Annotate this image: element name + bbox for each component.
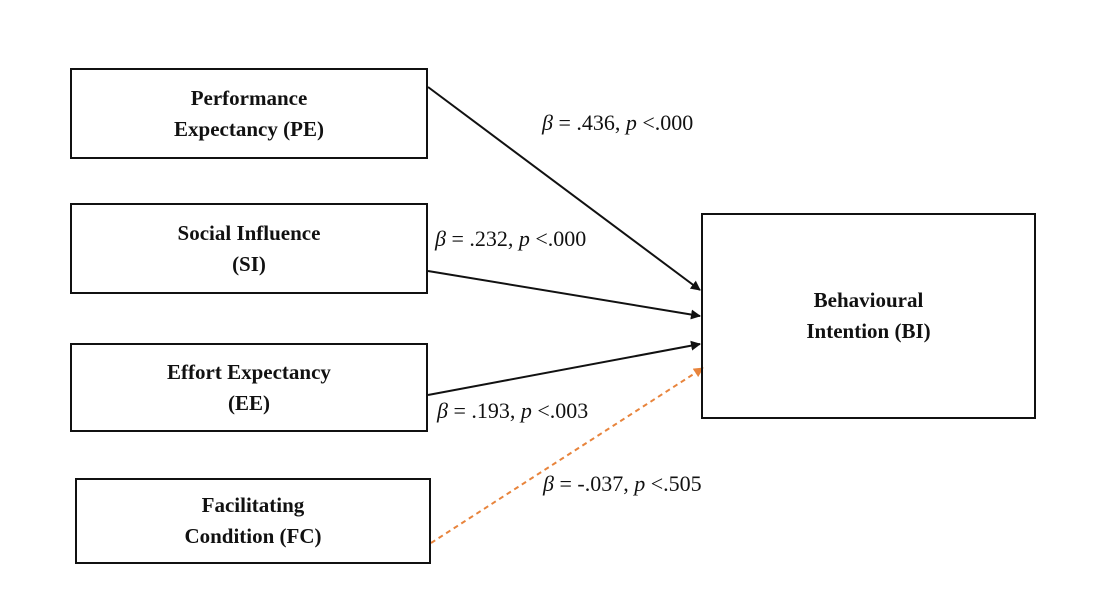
arrow-si-bi xyxy=(427,270,701,320)
p-value: <.000 xyxy=(529,226,587,251)
node-bi-line2: Intention (BI) xyxy=(806,319,931,343)
beta-symbol: β xyxy=(435,226,446,251)
p-symbol: p xyxy=(520,398,532,423)
p-symbol: p xyxy=(634,471,646,496)
beta-symbol: β xyxy=(437,398,448,423)
p-symbol: p xyxy=(625,110,637,135)
arrow-fc-bi xyxy=(430,367,704,544)
p-symbol: p xyxy=(518,226,530,251)
node-fc-line1: Facilitating xyxy=(201,493,305,517)
arrow-pe-bi xyxy=(427,86,701,291)
label-fc-path: β = -.037, p <.505 xyxy=(543,471,702,497)
node-ee: Effort Expectancy (EE) xyxy=(70,343,428,432)
beta-value: = -.037, xyxy=(553,471,635,496)
beta-symbol: β xyxy=(542,110,553,135)
beta-value: = .193, xyxy=(447,398,521,423)
node-fc-line2: Condition (FC) xyxy=(184,524,322,548)
beta-value: = .436, xyxy=(552,110,626,135)
label-si-path: β = .232, p <.000 xyxy=(435,226,586,252)
arrow-ee-bi xyxy=(427,340,701,396)
p-value: <.505 xyxy=(645,471,702,496)
node-pe-line2: Expectancy (PE) xyxy=(174,116,324,141)
p-value: <.003 xyxy=(531,398,589,423)
node-ee-line2: (EE) xyxy=(227,390,270,415)
label-pe-path: β = .436, p <.000 xyxy=(542,110,693,136)
beta-symbol: β xyxy=(543,471,554,496)
node-si-line2: (SI) xyxy=(232,251,266,276)
node-ee-line1: Effort Expectancy xyxy=(167,359,331,384)
node-si-line1: Social Influence xyxy=(177,220,321,245)
p-value: <.000 xyxy=(636,110,694,135)
node-bi-line1: Behavioural xyxy=(813,288,924,312)
beta-value: = .232, xyxy=(445,226,519,251)
node-pe-line1: Performance xyxy=(190,85,308,110)
label-ee-path: β = .193, p <.003 xyxy=(437,398,588,424)
node-si: Social Influence (SI) xyxy=(70,203,428,294)
